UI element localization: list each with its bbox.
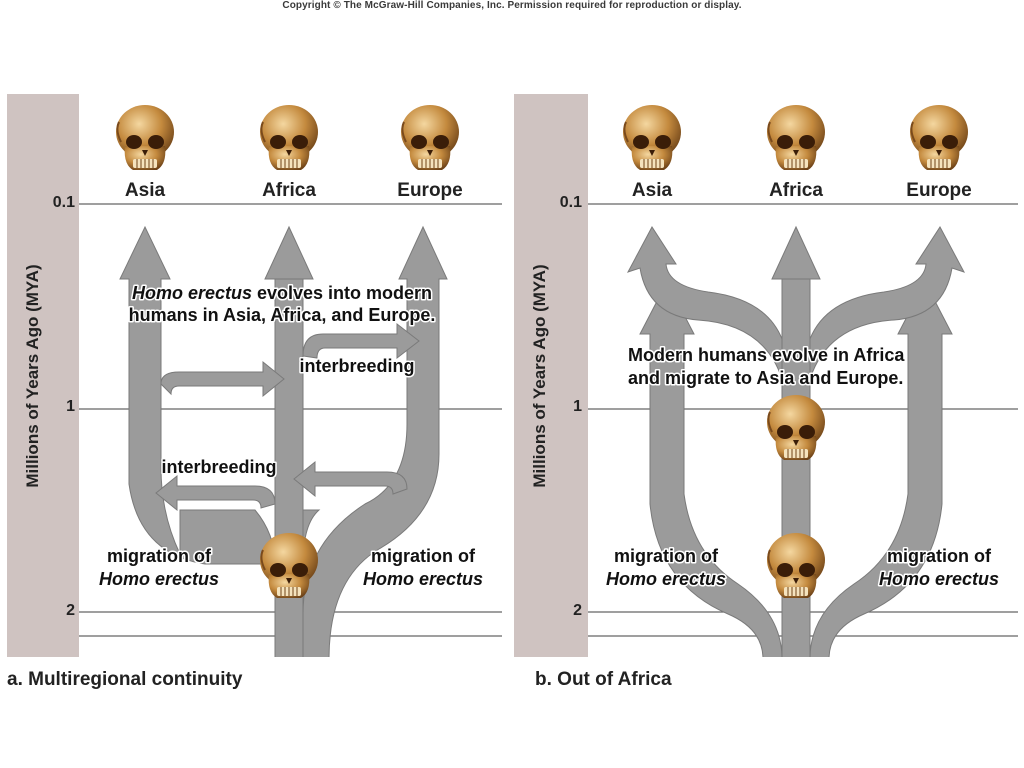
region-label-asia: Asia (125, 180, 166, 201)
panel-a-title-line2: humans in Asia, Africa, and Europe. (129, 305, 436, 325)
erectus-lineage-left (639, 280, 783, 657)
interbreeding-arrow-lower-left (155, 474, 276, 512)
migration-right-line2: Homo erectus (879, 569, 999, 589)
skull-icon-africa (259, 104, 319, 171)
region-label-europe: Europe (906, 180, 971, 201)
migration-left-line2: Homo erectus (99, 569, 219, 589)
caption-multiregional: a. Multiregional continuity (7, 669, 243, 690)
interbreeding-label-lower: interbreeding (161, 457, 276, 477)
tick-1: 1 (66, 398, 75, 415)
skull-icon-erectus (766, 532, 826, 599)
erectus-lineage-right (809, 280, 953, 657)
region-label-europe: Europe (397, 180, 462, 201)
migration-right-line2: Homo erectus (363, 569, 483, 589)
tick-0-1: 0.1 (52, 194, 75, 211)
migration-left-line1: migration of (614, 546, 719, 566)
arrowhead-africa (771, 225, 821, 280)
panel-out-of-africa: Millions of Years Ago (MYA) 0.1 1 2 (514, 94, 1018, 657)
skull-icon-africa (766, 104, 826, 171)
diagram-area: Asia Africa Europe Modern humans evolve … (588, 94, 1018, 657)
tick-2: 2 (66, 602, 75, 619)
region-label-africa: Africa (769, 180, 823, 201)
interbreeding-label-upper: interbreeding (299, 356, 414, 376)
lineage-africa (274, 278, 304, 657)
interbreeding-arrow-lower-right (293, 460, 408, 498)
tick-0-1: 0.1 (559, 194, 582, 211)
skull-icon-asia (115, 104, 175, 171)
panel-a-title-line1: Homo erectus evolves into modern (132, 283, 432, 303)
migration-modern-europe (809, 226, 966, 380)
skull-icon-europe (909, 104, 969, 171)
diagram-area: Asia Africa Europe Homo erectus evolves … (79, 94, 502, 657)
migration-right-line1: migration of (887, 546, 992, 566)
panel-multiregional: Millions of Years Ago (MYA) 0.1 1 2 (7, 94, 502, 657)
tick-2: 2 (573, 602, 582, 619)
migration-right-line1: migration of (371, 546, 476, 566)
region-label-africa: Africa (262, 180, 316, 201)
region-label-asia: Asia (632, 180, 673, 201)
skull-icon-asia (622, 104, 682, 171)
panel-b-title-line1: Modern humans evolve in Africa (628, 345, 905, 365)
skull-icon-europe (400, 104, 460, 171)
lineage-trunk (119, 225, 276, 657)
migration-modern-asia (626, 226, 783, 380)
interbreeding-arrow-upper-right (302, 322, 420, 360)
caption-out-of-africa: b. Out of Africa (535, 669, 672, 690)
skull-icon-modern-africa (766, 394, 826, 461)
panel-b-title-line2: and migrate to Asia and Europe. (628, 368, 903, 388)
interbreeding-arrow-upper (160, 360, 285, 398)
tick-1: 1 (573, 398, 582, 415)
copyright-notice: Copyright © The McGraw-Hill Companies, I… (282, 0, 742, 11)
arrowhead-africa (264, 225, 314, 280)
migration-left-line2: Homo erectus (606, 569, 726, 589)
migration-left-line1: migration of (107, 546, 212, 566)
